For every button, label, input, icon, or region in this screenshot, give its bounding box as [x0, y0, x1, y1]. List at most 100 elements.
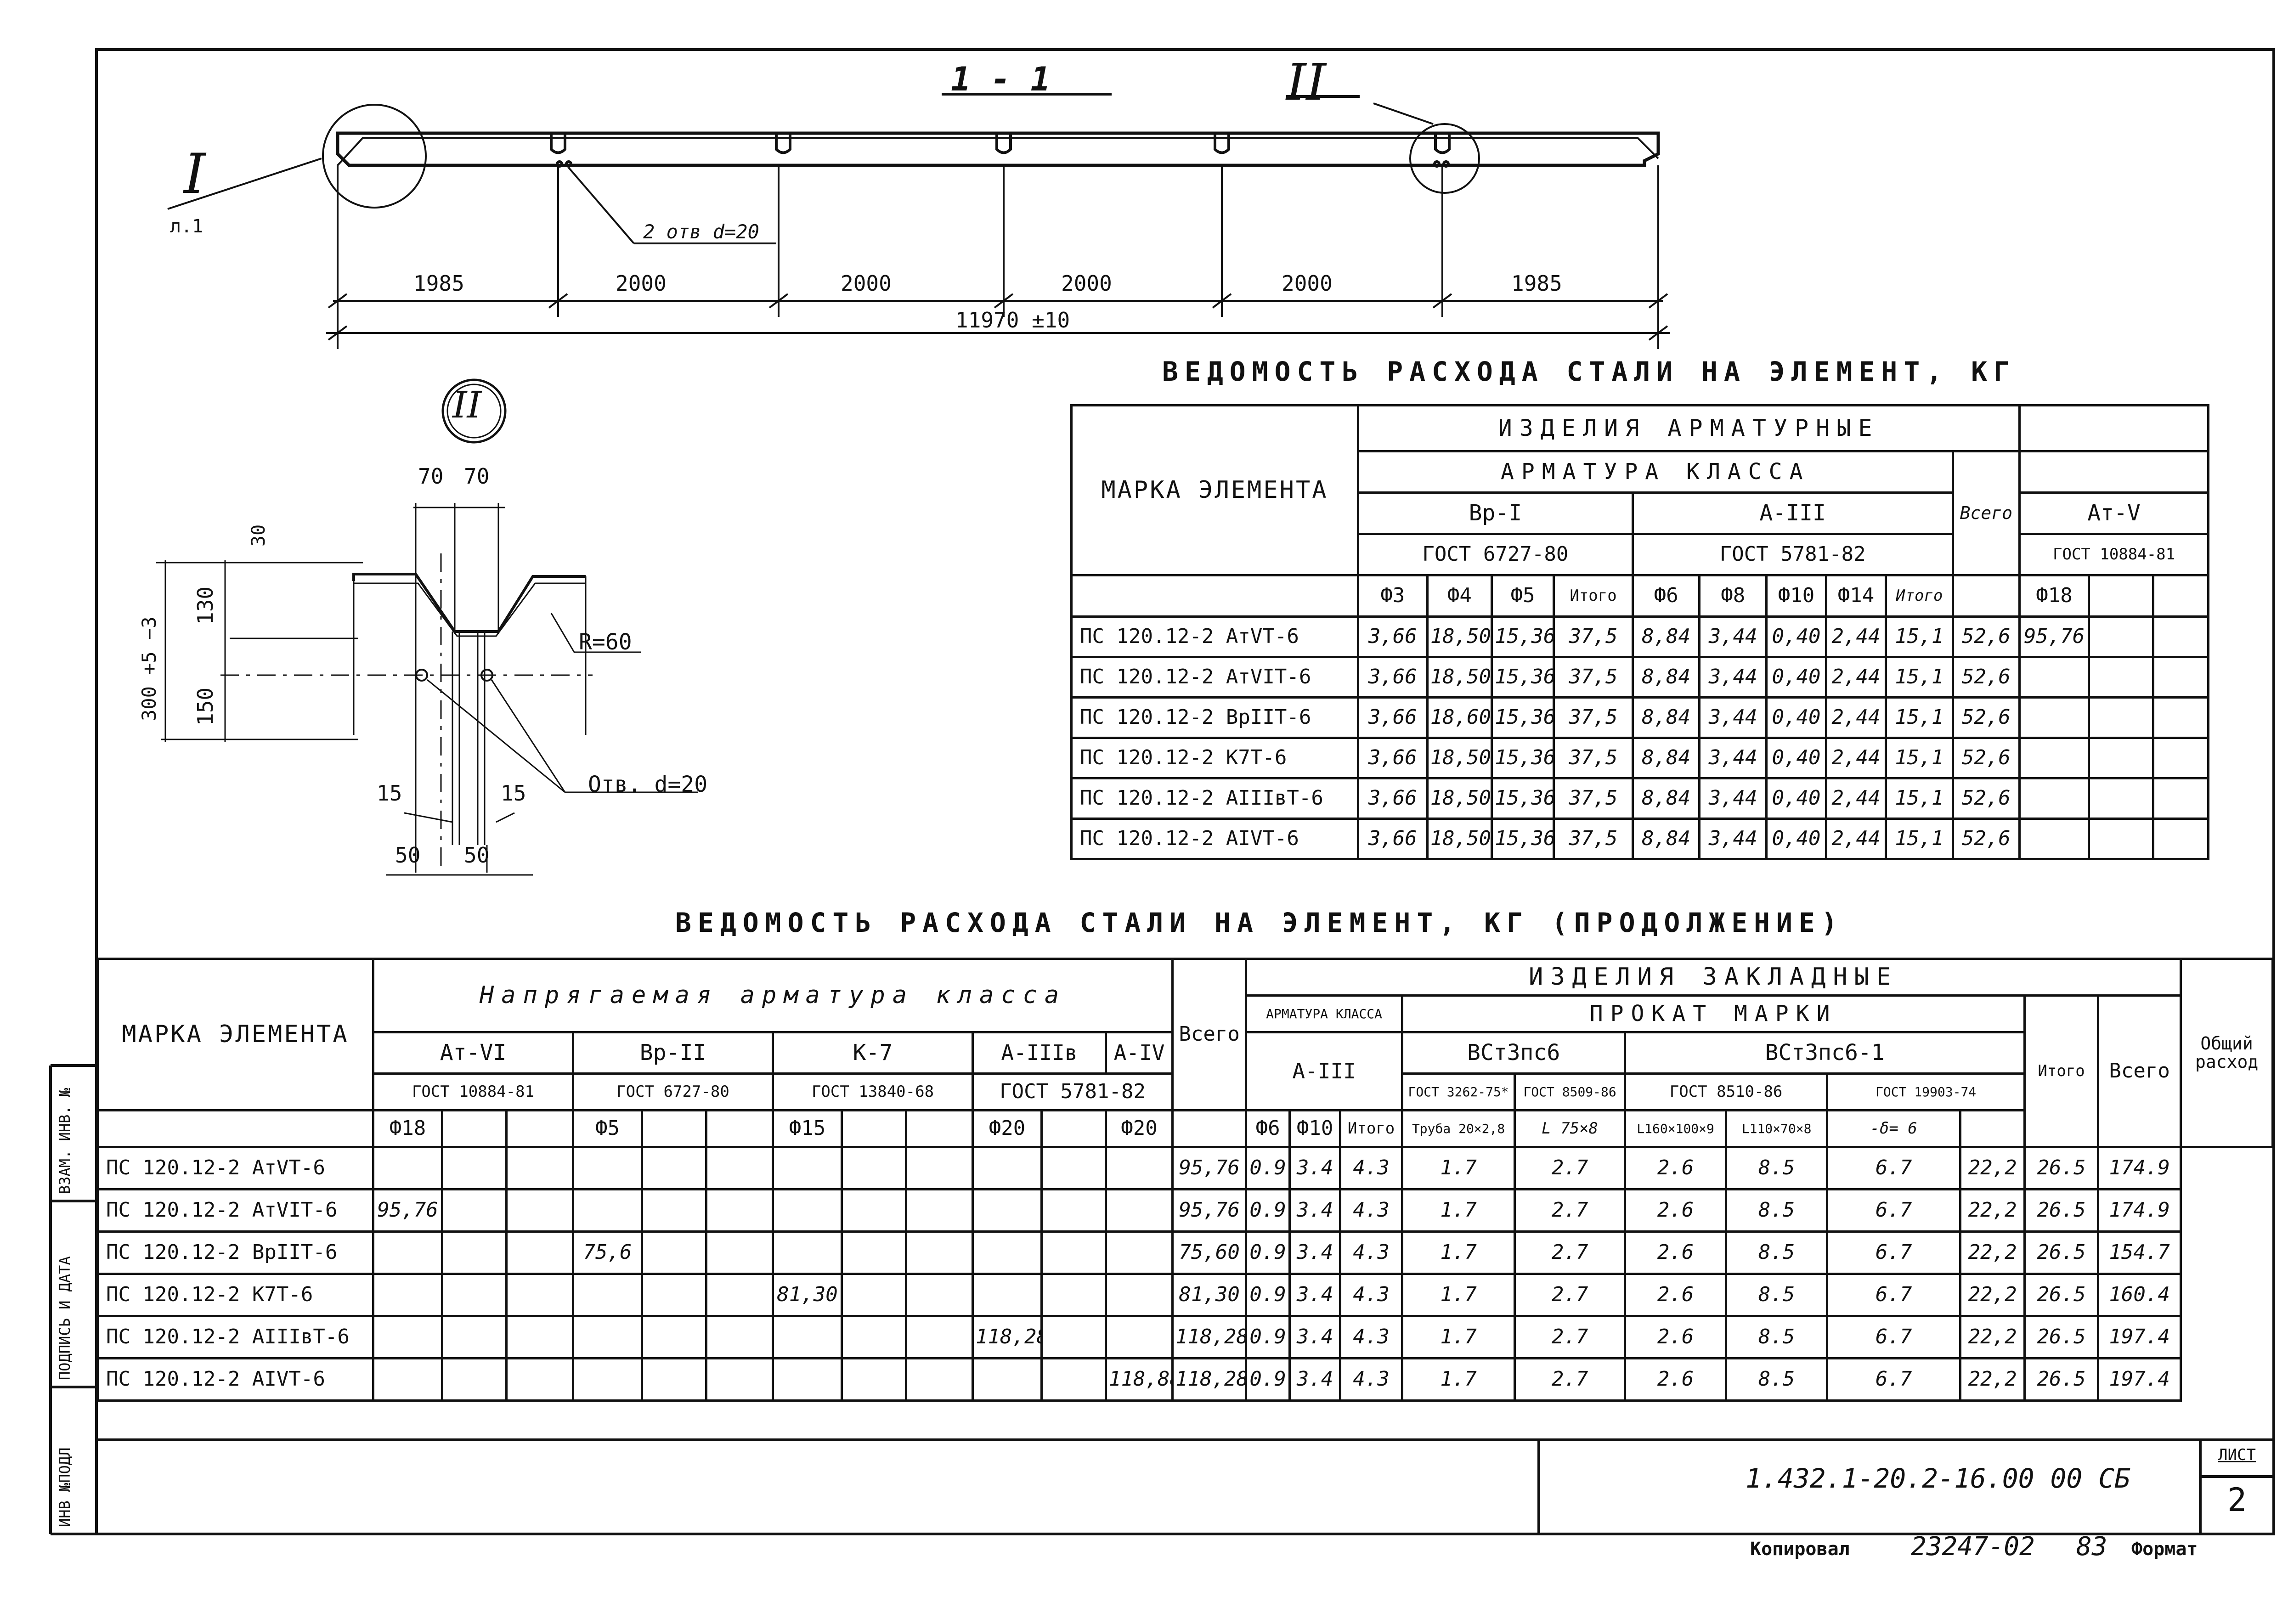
table-cell: 118,28	[1171, 1315, 1248, 1359]
table-cell: 8.5	[1725, 1146, 1829, 1190]
detail-dim-70-left: 70	[418, 464, 444, 489]
section-title: 1 - 1	[951, 60, 1051, 98]
side-label-inv-original: ИНВ №ПОДЛ	[56, 1447, 73, 1527]
table-cell: 6.7	[1826, 1188, 1962, 1233]
table2-col	[441, 1109, 508, 1148]
table-cell: 4.3	[1339, 1188, 1404, 1233]
table-cell: 2.6	[1624, 1146, 1728, 1190]
table-cell: 26.5	[2023, 1273, 2100, 1317]
node-reference: л.1	[170, 216, 203, 237]
table-cell	[772, 1315, 843, 1359]
table-cell	[641, 1357, 707, 1402]
table1-col: Ф3	[1356, 574, 1429, 618]
table-cell	[572, 1146, 643, 1190]
table-cell	[505, 1315, 574, 1359]
table2-class-a3v: А-IIIв	[972, 1031, 1107, 1075]
table-cell: 2.6	[1624, 1188, 1728, 1233]
table-cell	[2018, 777, 2090, 820]
element-mark: ПС 120.12-2 АтVТ-6	[1070, 615, 1359, 658]
element-mark: ПС 120.12-2 К7Т-6	[96, 1273, 374, 1317]
table-cell: 8.5	[1725, 1188, 1829, 1233]
table-cell	[372, 1146, 443, 1190]
table2-itogo-header: Итого	[2023, 994, 2100, 1148]
table2-mark-header: МАРКА ЭЛЕМЕНТА	[96, 958, 374, 1111]
table-cell	[2152, 696, 2209, 739]
table-cell	[1040, 1273, 1107, 1317]
table2-rolled-item-1: Труба 20×2,8	[1401, 1109, 1516, 1148]
detail-hole-label: Отв. d=20	[588, 772, 708, 797]
table1-col: Ф14	[1825, 574, 1887, 618]
table-cell: 95,76	[2018, 615, 2090, 658]
table-cell: 0.9	[1245, 1230, 1291, 1275]
table-cell: 6.7	[1826, 1273, 1962, 1317]
table-cell: 118,88	[1104, 1357, 1174, 1402]
table-cell: 8,84	[1631, 777, 1701, 820]
table-cell: 2.7	[1514, 1315, 1627, 1359]
table1-col: Ф10	[1765, 574, 1827, 618]
table-cell: 37,5	[1553, 696, 1634, 739]
table-cell	[441, 1146, 508, 1190]
table-cell: 3,44	[1698, 615, 1768, 658]
table-cell: 197.4	[2097, 1357, 2182, 1402]
element-mark: ПС 120.12-2 АтVIТ-6	[1070, 656, 1359, 699]
table-cell: 8,84	[1631, 656, 1701, 699]
table-cell	[841, 1146, 907, 1190]
table1-class-a3: А-III	[1631, 491, 1954, 535]
sheet-label: ЛИСТ	[2218, 1446, 2256, 1464]
table2-rolled-gost-2: ГОСТ 8509-86	[1514, 1072, 1627, 1111]
table-cell: 2.6	[1624, 1315, 1728, 1359]
table-cell	[505, 1273, 574, 1317]
table-cell: 8,84	[1631, 615, 1701, 658]
table-cell: 2,44	[1825, 737, 1887, 779]
table-cell: 8.5	[1725, 1273, 1829, 1317]
table1-class-vr1: Вр-I	[1356, 491, 1634, 535]
table2-rolled-grade-2: ВСт3пс6-1	[1624, 1031, 2026, 1075]
table-cell	[2087, 615, 2155, 658]
table-cell: 6.7	[1826, 1357, 1962, 1402]
table2-gost-k7: ГОСТ 13840-68	[772, 1072, 974, 1111]
table2-col	[641, 1109, 707, 1148]
sheet-number: 2	[2227, 1481, 2247, 1519]
table2-class-atvi: Ат-VI	[372, 1031, 574, 1075]
dimension-3: 2000	[841, 271, 892, 296]
table-cell	[572, 1315, 643, 1359]
table-cell	[1104, 1273, 1174, 1317]
table-cell	[441, 1315, 508, 1359]
table-cell: 18,50	[1426, 615, 1493, 658]
table-cell: 3,44	[1698, 737, 1768, 779]
table-cell: 52,6	[1951, 696, 2021, 739]
table-cell: 8,84	[1631, 696, 1701, 739]
table-cell	[905, 1188, 974, 1233]
table-cell: 26.5	[2023, 1146, 2100, 1190]
footer-copied: Копировал	[1750, 1539, 1850, 1560]
table-cell	[572, 1188, 643, 1233]
table2-gost-atvi: ГОСТ 10884-81	[372, 1072, 574, 1111]
table1-col	[1951, 574, 2021, 618]
table2-diameter-row: Ф18 Ф5 Ф15 Ф20 Ф20 Ф6 Ф10 Итого Труба 20…	[96, 1109, 2273, 1148]
table1-col	[2087, 574, 2155, 618]
table-cell: 52,6	[1951, 818, 2021, 860]
table-cell: 174.9	[2097, 1188, 2182, 1233]
table-cell: 6.7	[1826, 1230, 1962, 1275]
side-label-signature-date: ПОДПИСЬ И ДАТА	[56, 1256, 73, 1380]
table-cell	[572, 1357, 643, 1402]
table2-rolled-grade-1: ВСт3пс6	[1401, 1031, 1627, 1075]
table-cell: 15,36	[1491, 656, 1555, 699]
table1-gost-atv: ГОСТ 10884-81	[2018, 533, 2209, 576]
hole-note: 2 отв d=20	[643, 220, 759, 243]
table-cell	[641, 1315, 707, 1359]
table-cell	[2087, 696, 2155, 739]
table-cell: 3.4	[1288, 1230, 1342, 1275]
element-mark: ПС 120.12-2 ВрIIТ-6	[1070, 696, 1359, 739]
table2-col: Ф20	[972, 1109, 1043, 1148]
dimension-6: 1985	[1511, 271, 1562, 296]
frame-border	[95, 48, 2275, 1535]
table-cell: 95,76	[1171, 1188, 1248, 1233]
table2-rolled-item-2: L 75×8	[1514, 1109, 1627, 1148]
table-cell: 15,1	[1884, 777, 1954, 820]
table-cell: 4.3	[1339, 1146, 1404, 1190]
